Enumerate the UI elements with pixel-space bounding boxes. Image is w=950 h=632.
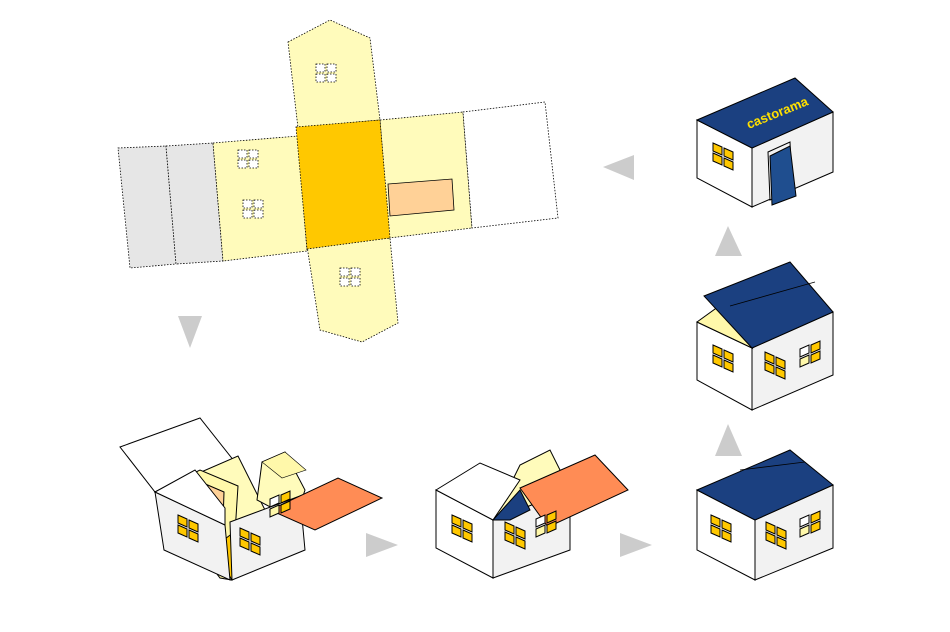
net-wall-right bbox=[379, 111, 473, 239]
roof-blue bbox=[703, 261, 834, 349]
door-open bbox=[769, 145, 797, 206]
arrow-up-icon bbox=[715, 424, 742, 456]
house-roof-lifted bbox=[696, 261, 834, 411]
house-roof-attaching bbox=[434, 449, 629, 579]
roof-blue bbox=[695, 449, 834, 521]
net-wall-left bbox=[212, 135, 308, 262]
house-net bbox=[117, 19, 559, 343]
roof-panel-orange bbox=[519, 454, 629, 528]
roof-panel-orange bbox=[268, 477, 384, 531]
roof-blue bbox=[695, 77, 834, 149]
house-folding bbox=[119, 417, 384, 581]
arrow-left-icon bbox=[603, 155, 634, 180]
arrow-down-icon bbox=[178, 316, 202, 348]
arrow-right-icon bbox=[620, 533, 652, 557]
net-base-center bbox=[295, 119, 391, 250]
net-door-flap bbox=[387, 178, 455, 217]
net-gable-bottom bbox=[306, 237, 399, 343]
arrow-right-icon bbox=[366, 533, 398, 557]
net-white-panel bbox=[462, 101, 559, 229]
house-finished: castorama bbox=[695, 77, 834, 208]
house-roof-closed bbox=[695, 449, 834, 581]
arrow-up-icon bbox=[715, 226, 742, 256]
